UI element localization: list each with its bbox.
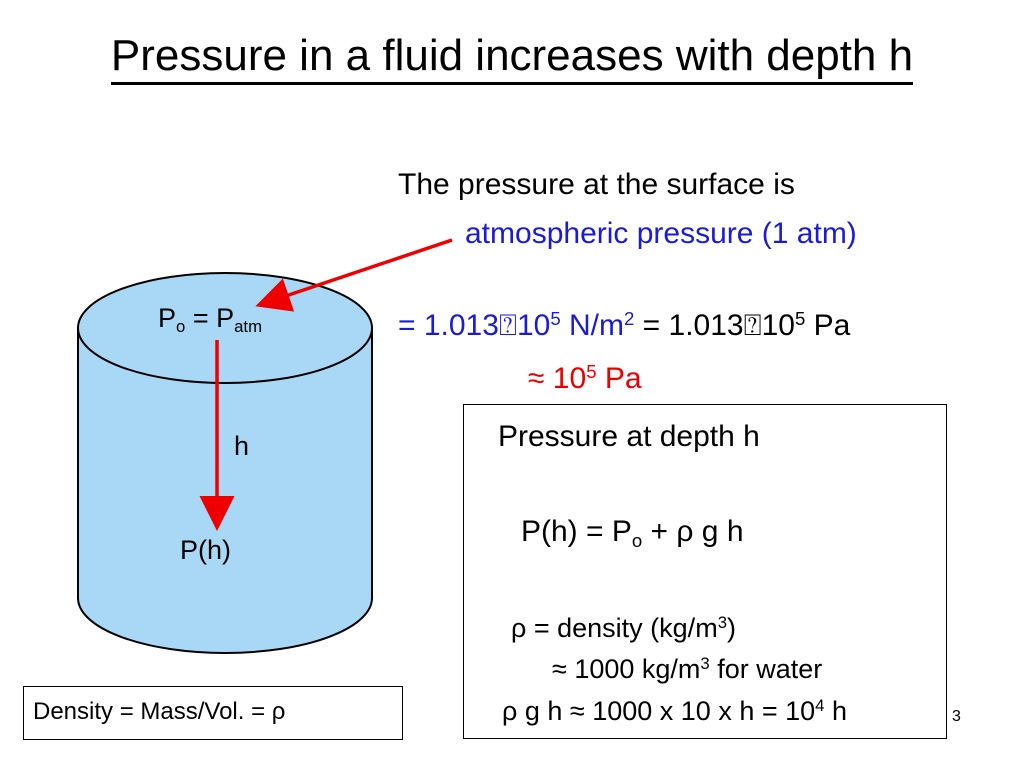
approx-exp: 5 bbox=[586, 360, 597, 382]
times-glyph-2: ⍰ bbox=[743, 309, 762, 342]
surface-text-line1: The pressure at the surface is bbox=[398, 168, 795, 201]
formula-lhs: P(h) = P bbox=[521, 515, 632, 548]
slide-title-text: Pressure in a fluid increases with depth… bbox=[110, 31, 914, 85]
po-equals: = P bbox=[185, 303, 235, 333]
water-pre: ≈ 1000 kg/m bbox=[552, 654, 701, 684]
rgh-post: h bbox=[824, 696, 847, 726]
depth-formula-box bbox=[463, 404, 947, 739]
ten-2: 10 bbox=[761, 309, 795, 342]
unit-pa: Pa bbox=[805, 309, 851, 342]
slide-title: Pressure in a fluid increases with depth… bbox=[0, 30, 1024, 85]
formula-sub: o bbox=[631, 529, 643, 551]
po-symbol: P bbox=[158, 303, 177, 333]
unit-nm: N/m bbox=[560, 309, 624, 342]
depth-formula: P(h) = Po + ρ g h bbox=[521, 515, 744, 551]
atm-coeff: = 1.013 bbox=[398, 309, 499, 342]
rgh-pre: ρ g h ≈ 1000 x 10 x h = 10 bbox=[502, 696, 816, 726]
ten: 10 bbox=[516, 309, 551, 342]
atm-value-pa: = 1.013⍰105 Pa bbox=[634, 307, 851, 342]
atm-value-line: = 1.013⍰105 N/m2 = 1.013⍰105 Pa bbox=[398, 307, 851, 342]
water-density-line: ≈ 1000 kg/m3 for water bbox=[552, 653, 823, 685]
unit-exp: 2 bbox=[623, 307, 635, 329]
slide-number: 3 bbox=[952, 708, 961, 725]
water-post: for water bbox=[709, 654, 823, 684]
water-exp: 3 bbox=[700, 653, 710, 673]
cylinder-top bbox=[77, 272, 373, 384]
surface-pointer-arrow bbox=[255, 238, 453, 312]
surface-text-line2: atmospheric pressure (1 atm) bbox=[465, 217, 857, 250]
rgh-exp: 4 bbox=[815, 695, 825, 715]
approx-symbol: ≈ bbox=[528, 362, 545, 395]
approx-ten: 10 bbox=[544, 362, 587, 395]
surface-pressure-label: Po = Patm bbox=[158, 303, 263, 337]
times-glyph: ⍰ bbox=[498, 309, 517, 342]
rho-g-h-line: ρ g h ≈ 1000 x 10 x h = 104 h bbox=[502, 695, 847, 727]
depth-box-heading: Pressure at depth h bbox=[498, 420, 760, 453]
atm-subscript: atm bbox=[234, 317, 263, 337]
approx-unit: Pa bbox=[596, 362, 642, 395]
po-subscript: o bbox=[176, 317, 186, 337]
density-exp: 3 bbox=[717, 612, 727, 632]
density-def-text: Density = Mass/Vol. = ρ bbox=[33, 698, 286, 725]
cylinder bbox=[77, 272, 373, 654]
atm-value-nm: = 1.013⍰105 N/m2 bbox=[398, 307, 635, 342]
exp-2: 5 bbox=[794, 307, 806, 329]
depth-pressure-label: P(h) bbox=[180, 535, 232, 565]
exp: 5 bbox=[550, 307, 561, 329]
cylinder-body bbox=[77, 327, 373, 654]
approx-line: ≈ 105 Pa bbox=[528, 360, 642, 395]
density-post: ) bbox=[727, 613, 736, 643]
formula-rhs: + ρ g h bbox=[642, 515, 744, 548]
density-def-box bbox=[23, 686, 403, 740]
density-pre: ρ = density (kg/m bbox=[511, 613, 718, 643]
atm-coeff-2: = 1.013 bbox=[634, 309, 744, 342]
depth-label: h bbox=[234, 431, 250, 461]
density-definition-line: ρ = density (kg/m3) bbox=[511, 612, 736, 644]
